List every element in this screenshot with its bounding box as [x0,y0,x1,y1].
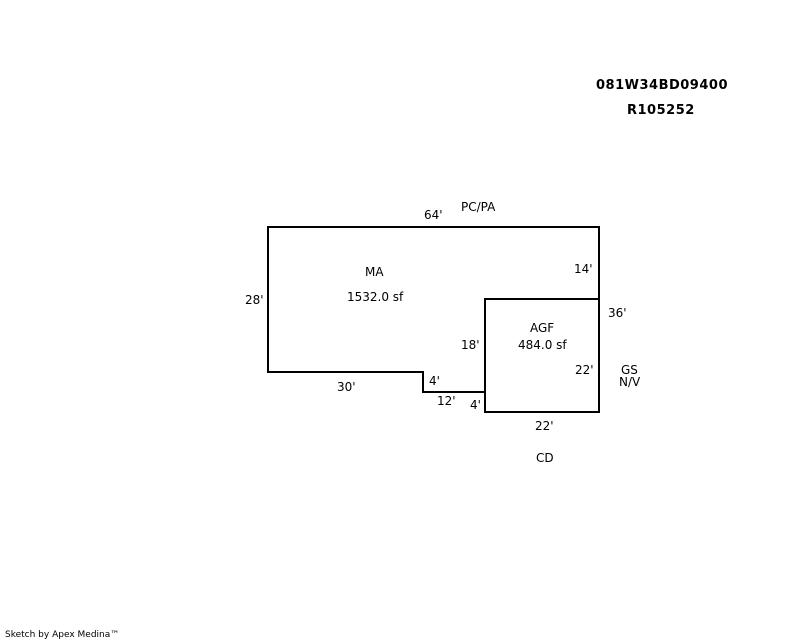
footer-credit: Sketch by Apex Medina™ [5,630,120,640]
garage-outline [484,298,600,413]
main-area-code: MA [365,265,384,279]
dimension-notch-vertical-2: 4' [470,398,481,412]
dimension-right-upper: 14' [574,262,593,276]
parcel-id: 081W34BD09400 [596,78,728,93]
dimension-bottom-left: 30' [337,380,356,394]
dimension-left: 28' [245,293,264,307]
dimension-garage-left: 18' [461,338,480,352]
main-area-size: 1532.0 sf [347,290,404,304]
garage-area-code: AGF [530,321,555,335]
right-feature-label-2: N/V [619,375,641,389]
dimension-garage-right: 22' [575,363,594,377]
dimension-right-total: 36' [608,306,627,320]
dimension-notch-horizontal: 12' [437,394,456,408]
main-area-outline [267,226,600,393]
dimension-notch-vertical: 4' [429,374,440,388]
bottom-feature-label: CD [536,451,554,465]
account-id: R105252 [627,103,695,118]
right-feature-label-1: GS [621,363,638,377]
dimension-top: 64' [424,208,443,222]
dimension-garage-bottom: 22' [535,419,554,433]
garage-area-size: 484.0 sf [518,338,567,352]
top-feature-label: PC/PA [461,200,496,214]
